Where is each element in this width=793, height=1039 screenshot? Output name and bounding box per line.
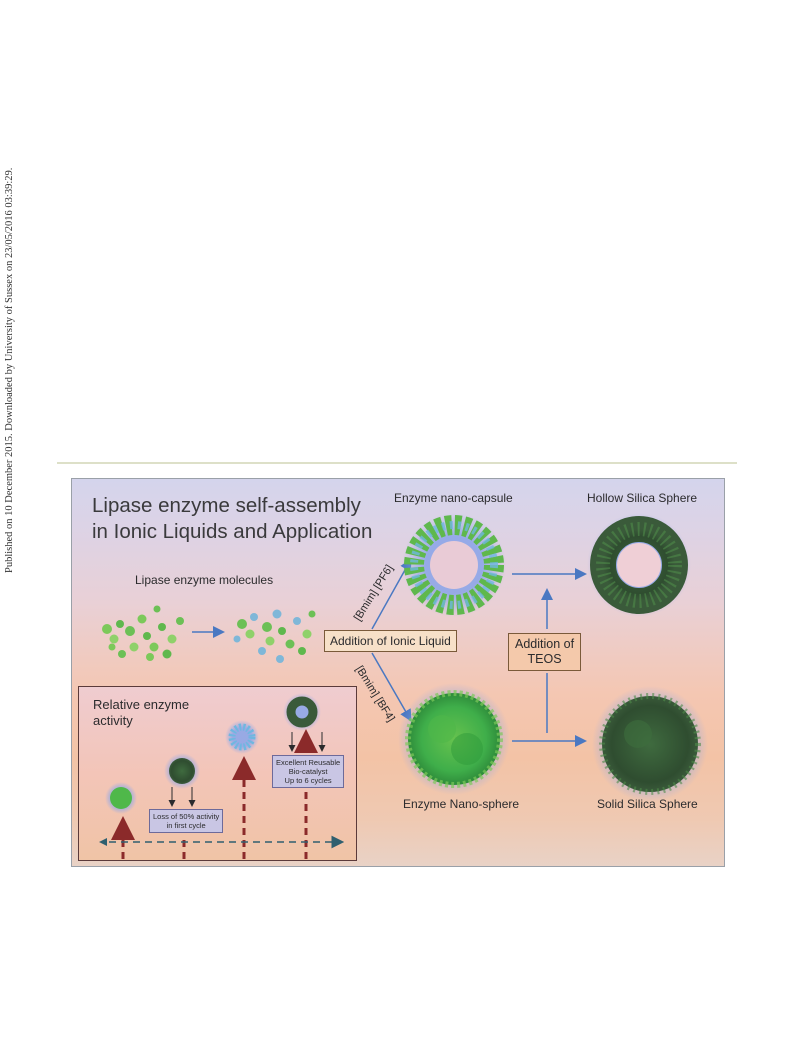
note-reusable-line2: Bio-catalyst (288, 767, 328, 776)
inset-title-line2: activity (93, 713, 133, 728)
inset-title-line1: Relative enzyme (93, 697, 190, 712)
publication-sidebar-note: Published on 10 December 2015. Downloade… (4, 167, 15, 573)
inset-nanocapsule (225, 720, 259, 754)
nanocapsule-label: Enzyme nano-capsule (394, 491, 513, 505)
inset-title: Relative enzyme activity (93, 697, 189, 729)
solid-silica-sphere (592, 686, 708, 802)
figure-title: Lipase enzyme self-assembly in Ionic Liq… (92, 493, 372, 545)
hollow-sphere-label: Hollow Silica Sphere (587, 491, 698, 505)
enzyme-nanosphere (398, 683, 510, 795)
enzyme-nanocapsule (402, 513, 506, 617)
note-loss-line2: in first cycle (166, 821, 206, 830)
relative-activity-inset: Relative enzyme activity (78, 686, 357, 861)
note-loss-line1: Loss of 50% activity (153, 812, 220, 821)
note-reusable: Excellent Reusable Bio-catalyst Up to 6 … (272, 755, 345, 788)
graphical-abstract-figure: Lipase enzyme self-assembly in Ionic Liq… (71, 478, 725, 867)
hollow-silica-sphere (587, 513, 691, 617)
figure-title-line1: Lipase enzyme self-assembly (92, 494, 361, 517)
diagram-graphics (102, 513, 708, 802)
arrow-to-nanosphere (371, 652, 412, 722)
enzyme-cluster-blue (233, 609, 316, 663)
page-divider (57, 462, 737, 464)
inset-graphics (99, 693, 345, 859)
figure-title-line2: in Ionic Liquids and Application (92, 520, 373, 543)
teos-line2: TEOS (527, 652, 562, 666)
molecules-label: Lipase enzyme molecules (135, 573, 274, 587)
solid-sphere-label: Solid Silica Sphere (597, 797, 698, 811)
note-reusable-line1: Excellent Reusable (276, 758, 341, 767)
note-loss-activity: Loss of 50% activity in first cycle (149, 809, 224, 833)
teos-box: Addition of TEOS (508, 633, 582, 671)
note-reusable-line3: Up to 6 cycles (284, 776, 332, 785)
ionic-liquid-box: Addition of Ionic Liquid (324, 630, 457, 652)
teos-line1: Addition of (515, 637, 575, 651)
nanosphere-label: Enzyme Nano-sphere (403, 797, 520, 811)
free-enzyme-cluster (102, 605, 184, 661)
